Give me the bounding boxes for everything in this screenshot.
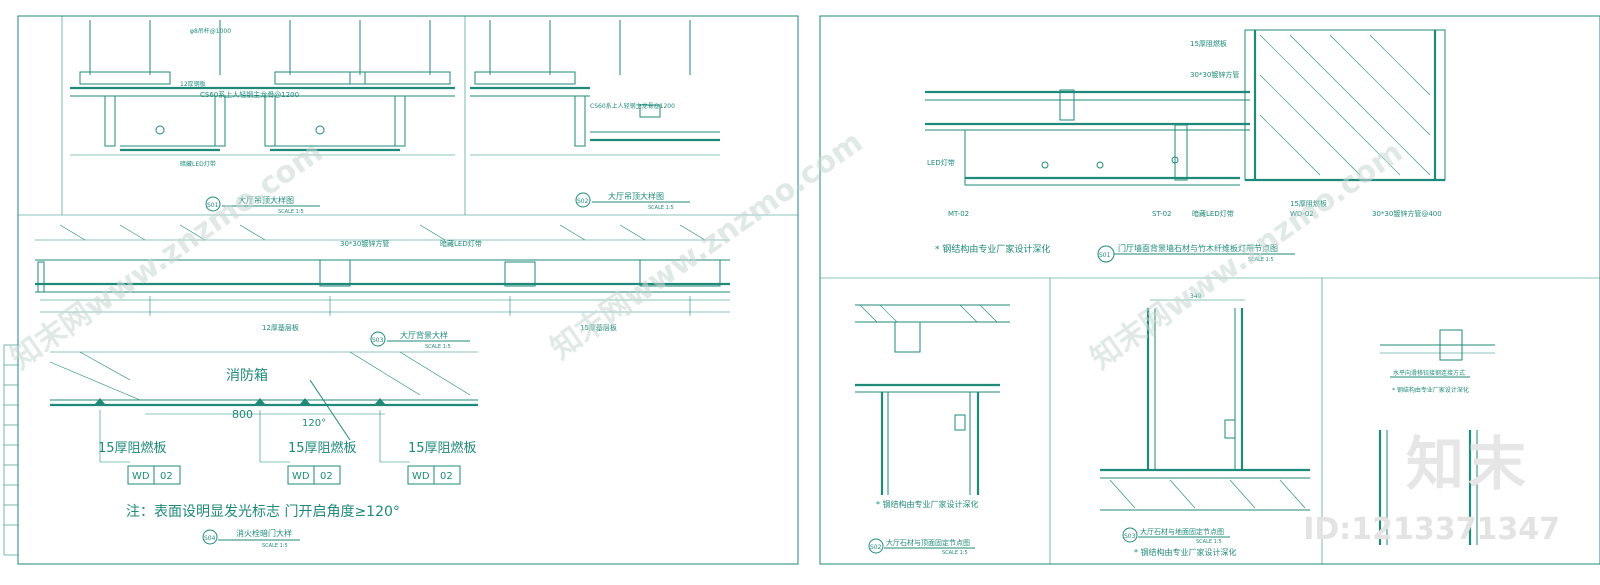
d3-title: 大厅背景大样 <box>400 330 448 340</box>
stone-floor-node-r3: 349 S03 大厅石材与地面固定节点图 SCALE 1:5 * 钢结构由专业厂… <box>1100 293 1310 557</box>
r1-board-2: 15厚阻燃板 <box>1290 199 1327 208</box>
d1-title: 大厅吊顶大样图 <box>238 195 294 205</box>
r1-wd: WD-02 <box>1290 210 1314 218</box>
r3-title: 大厅石材与地面固定节点图 <box>1140 527 1224 536</box>
svg-text:SCALE 1:5: SCALE 1:5 <box>278 209 304 215</box>
svg-text:WD: WD <box>132 471 150 482</box>
d3-note-a: 30*30镀锌方管 <box>340 239 389 248</box>
svg-text:知末网www.znzmo.com: 知末网www.znzmo.com <box>5 135 330 377</box>
d2-title: 大厅吊顶大样图 <box>608 191 664 201</box>
svg-text:WD: WD <box>412 471 430 482</box>
svg-text:知末网www.znzmo.com: 知末网www.znzmo.com <box>1085 135 1410 377</box>
sliding-hinge-node-r4: 水平向滑移铰接钢连接方式 * 钢结构由专业厂家设计深化 <box>1378 329 1495 545</box>
svg-text:SCALE 1:5: SCALE 1:5 <box>425 344 451 350</box>
r2-code: S02 <box>870 544 882 551</box>
svg-text:SCALE 1:5: SCALE 1:5 <box>262 543 288 549</box>
d4-board-2: 15厚阻燃板 <box>288 440 357 456</box>
ceiling-detail-s02: CS60系上人轻钢主龙骨@1200 S02 大厅吊顶大样图 SCALE 1:5 <box>470 20 720 211</box>
r1-code: S01 <box>1099 252 1111 259</box>
r2-note: * 钢结构由专业厂家设计深化 <box>876 499 979 509</box>
r1-title: 门厅墙面背景墙石材与竹木纤维板灯带节点图 <box>1118 243 1278 253</box>
d3-note-b: 12厚基层板 <box>262 323 299 332</box>
r1-st: ST-02 <box>1152 210 1172 218</box>
svg-text:02: 02 <box>440 471 453 482</box>
brand-id: ID:1213371347 <box>1303 512 1560 547</box>
d3-note-d: 暗藏LED灯带 <box>440 239 482 248</box>
r1-tube2: 30*30镀锌方管@400 <box>1372 209 1442 218</box>
ceiling-detail-s01: 12厚钢板 CS60系上人轻钢主龙骨@1200 φ8吊杆@1000 暗藏LED灯… <box>70 20 455 215</box>
svg-text:02: 02 <box>320 471 333 482</box>
hydrant-door-s04: 消防箱 800 120° 15厚阻燃板 15厚阻燃板 15厚阻燃板 WD 02 … <box>49 351 478 549</box>
r4-title: 水平向滑移铰接钢连接方式 <box>1393 369 1465 377</box>
d4-angle: 120° <box>302 418 326 429</box>
d4-code: S04 <box>204 535 216 542</box>
d1-note-c: φ8吊杆@1000 <box>190 27 231 35</box>
d4-remark: 注：表面设明显发光标志 门开启角度≥120° <box>126 504 400 520</box>
brand-logo-text: 知末 <box>1405 430 1530 498</box>
r1-led: LED灯带 <box>927 158 955 167</box>
d3-note-c: 15厚基层板 <box>580 323 617 332</box>
d4-board-3: 15厚阻燃板 <box>408 440 477 456</box>
d2-note: CS60系上人轻钢主龙骨@1200 <box>590 102 675 110</box>
svg-text:02: 02 <box>160 471 173 482</box>
r3-code: S03 <box>1124 533 1136 540</box>
d1-note-b: 12厚钢板 <box>180 80 206 88</box>
r4-note: * 钢结构由专业厂家设计深化 <box>1392 386 1469 394</box>
right-sheet-frame <box>819 15 1600 565</box>
d2-code: S02 <box>577 198 589 205</box>
title-strip <box>3 344 19 556</box>
svg-text:WD: WD <box>292 471 310 482</box>
stone-ceiling-node-r2: * 钢结构由专业厂家设计深化 S02 大厅石材与顶面固定节点图 SCALE 1:… <box>855 304 1010 556</box>
svg-text:SCALE 1:5: SCALE 1:5 <box>942 550 968 556</box>
r3-dim: 349 <box>1190 293 1202 300</box>
svg-text:SCALE 1:5: SCALE 1:5 <box>1248 257 1274 263</box>
r1-tube: 30*30镀锌方管 <box>1190 70 1239 79</box>
r3-note: * 钢结构由专业厂家设计深化 <box>1134 547 1237 557</box>
r1-steel-note: * 钢结构由专业厂家设计深化 <box>935 243 1050 255</box>
d4-width: 800 <box>232 408 253 421</box>
background-detail-s03: 30*30镀锌方管 暗藏LED灯带 12厚基层板 15厚基层板 S03 大厅背景… <box>35 224 730 350</box>
d4-board-1: 15厚阻燃板 <box>98 440 167 456</box>
r1-mt: MT-02 <box>948 210 969 218</box>
d4-title: 消火栓暗门大样 <box>236 528 292 538</box>
r1-led2: 暗藏LED灯带 <box>1192 209 1234 218</box>
left-sheet-frame <box>17 15 799 565</box>
d1-note-d: 暗藏LED灯带 <box>180 160 216 168</box>
r2-title: 大厅石材与顶面固定节点图 <box>886 538 970 547</box>
r1-board: 15厚阻燃板 <box>1190 39 1227 48</box>
d1-code: S01 <box>207 202 219 209</box>
svg-text:SCALE 1:5: SCALE 1:5 <box>1196 539 1222 545</box>
d1-note-a: CS60系上人轻钢主龙骨@1200 <box>200 90 299 99</box>
d3-code: S03 <box>372 337 384 344</box>
svg-text:SCALE 1:5: SCALE 1:5 <box>648 205 674 211</box>
d4-box-label: 消防箱 <box>226 368 268 384</box>
wall-node-r1: 15厚阻燃板 30*30镀锌方管 LED灯带 MT-02 ST-02 暗藏LED… <box>925 29 1446 263</box>
